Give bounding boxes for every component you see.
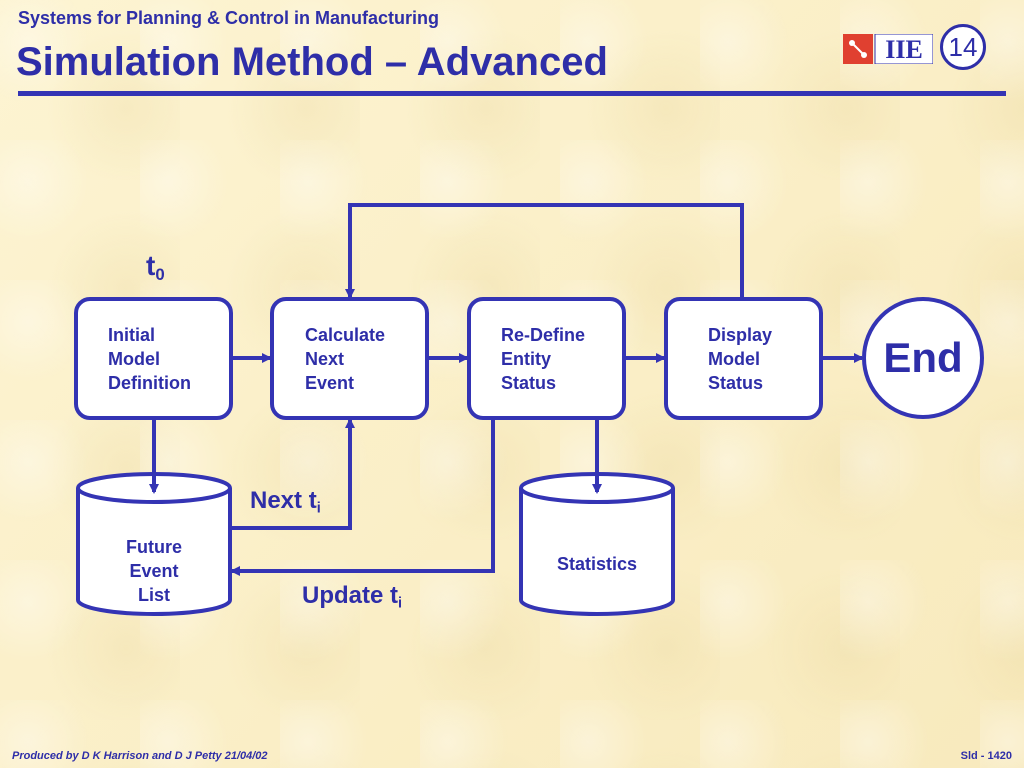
statistics-label: Statistics	[556, 554, 638, 574]
arrow-future-list-to-calculate	[230, 418, 355, 530]
title-underline	[18, 91, 1006, 96]
logo-text: IIE	[885, 35, 923, 64]
update-ti-label: Update ti	[302, 582, 402, 612]
slide-number-badge: 14	[940, 24, 986, 70]
slide-subtitle: Systems for Planning & Control in Manufa…	[18, 8, 440, 28]
arrow-loop-display-to-calculate	[345, 203, 744, 299]
iie-logo: IIE	[843, 34, 933, 64]
store-statistics	[519, 472, 675, 616]
footer-slide-id: Sld - 1420	[960, 750, 1012, 762]
start-time-label: t0	[146, 250, 165, 285]
end-circle	[862, 297, 984, 419]
end-label: End	[883, 334, 963, 381]
arrow-redefine-to-future-list	[230, 418, 495, 576]
next-ti-label: Next ti	[250, 487, 321, 517]
slide-title: Simulation Method – Advanced	[16, 40, 608, 84]
footer-credit: Produced by D K Harrison and D J Petty 2…	[12, 750, 268, 762]
